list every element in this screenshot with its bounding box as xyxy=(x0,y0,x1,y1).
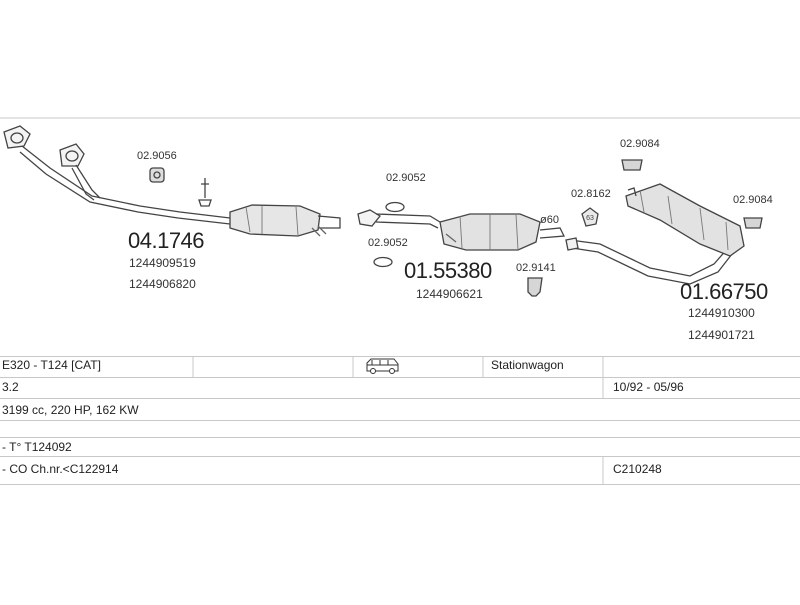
front-pipe-catalyst xyxy=(3,125,341,237)
note-1-cell: - T° T124092 xyxy=(2,440,72,454)
p1-main-number: 04.1746 xyxy=(128,228,205,253)
p3-clamp-number: 02.8162 xyxy=(571,188,611,200)
p3-oe-number-b: 1244901721 xyxy=(688,328,755,342)
svg-text:63: 63 xyxy=(586,215,594,222)
p2-main-number: 01.55380 xyxy=(404,258,492,283)
p1-oe-number-a: 1244909519 xyxy=(129,256,196,270)
table-line-4 xyxy=(0,420,800,421)
p3-main-number: 01.66750 xyxy=(680,279,768,304)
table-line-6 xyxy=(0,456,800,457)
middle-silencer xyxy=(357,201,566,297)
p3-oe-number-a: 1244910300 xyxy=(688,306,755,320)
p3-hanger-b-number: 02.9084 xyxy=(733,194,773,206)
rear-silencer: 63 xyxy=(565,159,763,285)
table-line-2 xyxy=(0,377,800,378)
body-type-cell: Stationwagon xyxy=(491,358,564,372)
spec-cell: 3199 cc, 220 HP, 162 KW xyxy=(2,403,139,417)
p2-ring-bottom-number: 02.9052 xyxy=(368,237,408,249)
years-cell: 10/92 - 05/96 xyxy=(613,380,684,394)
p3-hanger-a-number: 02.9084 xyxy=(620,138,660,150)
note-2-cell: - CO Ch.nr.<C122914 xyxy=(2,462,119,476)
p2-diameter: ø60 xyxy=(540,214,559,226)
table-line-5 xyxy=(0,437,800,438)
station-wagon-icon xyxy=(366,358,399,374)
table-line-7 xyxy=(0,484,800,485)
ref-cell: C210248 xyxy=(613,462,662,476)
table-line-1 xyxy=(0,356,800,357)
p2-ring-top-number: 02.9052 xyxy=(386,172,426,184)
p1-oe-number-b: 1244906820 xyxy=(129,277,196,291)
p2-oe-number: 1244906621 xyxy=(416,287,483,301)
model-cell: E320 - T124 [CAT] xyxy=(2,358,101,372)
p2-mount-number: 02.9141 xyxy=(516,262,556,274)
table-line-3 xyxy=(0,398,800,399)
engine-cell: 3.2 xyxy=(2,380,19,394)
p1-clamp-number: 02.9056 xyxy=(137,150,177,162)
table-grid xyxy=(192,356,604,484)
